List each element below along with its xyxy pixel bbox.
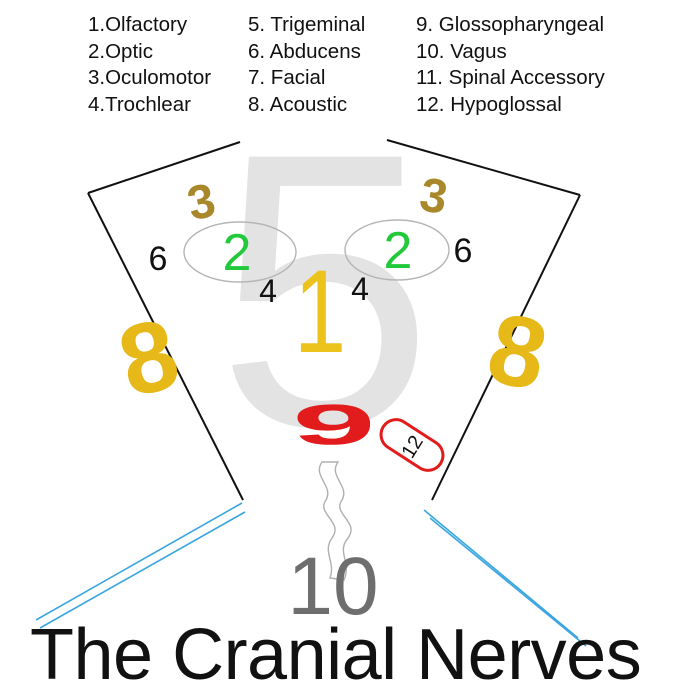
legend-item-acoustic: 8. Acoustic [248,92,348,116]
mouth-number: 9 [292,393,375,457]
legend-column-1: 1.Olfactory 2.Optic 3.Oculomotor 4.Troch… [88,12,211,118]
legend-item-spinal-accessory: 11. Spinal Accessory [416,66,605,89]
legend-column-2: 5. Trigeminal 6. Abducens 7. Facial 8. A… [248,12,365,118]
legend-item-oculomotor: 3.Oculomotor [88,66,212,89]
legend-item-facial: 7. Facial [248,66,326,89]
right-eye [344,219,450,281]
page-title: The Cranial Nerves [30,615,642,695]
legend-item-optic: 2.Optic [88,39,153,63]
legend-item-olfactory: 1.Olfactory [88,13,188,36]
legend-item-vagus: 10. Vagus [416,39,507,63]
vagus-nerve-path [318,461,352,581]
legend-item-abducens: 6. Abducens [248,39,361,63]
legend-item-trochlear: 4.Trochlear [88,92,191,116]
legend-item-hypoglossal: 12. Hypoglossal [416,92,562,116]
left-ear-number: 8 [108,297,189,419]
head-outline [87,139,581,501]
left-abducens-number: 6 [149,240,168,278]
tongue [379,418,445,472]
right-trochlear-number: 4 [351,271,369,307]
nose-number: 1 [294,245,346,378]
left-brow-number: 3 [183,174,220,231]
legend-item-glossopharyngeal: 9. Glossopharyngeal [416,13,605,36]
legend-item-trigeminal: 5. Trigeminal [248,13,366,36]
left-trochlear-number: 4 [259,273,277,309]
left-eye-number: 2 [223,224,252,282]
left-eye [183,221,297,283]
right-eye-number: 2 [384,222,413,280]
legend-column-3: 9. Glossopharyngeal 10. Vagus 11. Spinal… [416,12,605,118]
vagus-number: 10 [287,541,378,632]
right-ear-number: 8 [479,291,557,412]
neck-lines [35,502,587,647]
right-abducens-number: 6 [454,232,473,270]
